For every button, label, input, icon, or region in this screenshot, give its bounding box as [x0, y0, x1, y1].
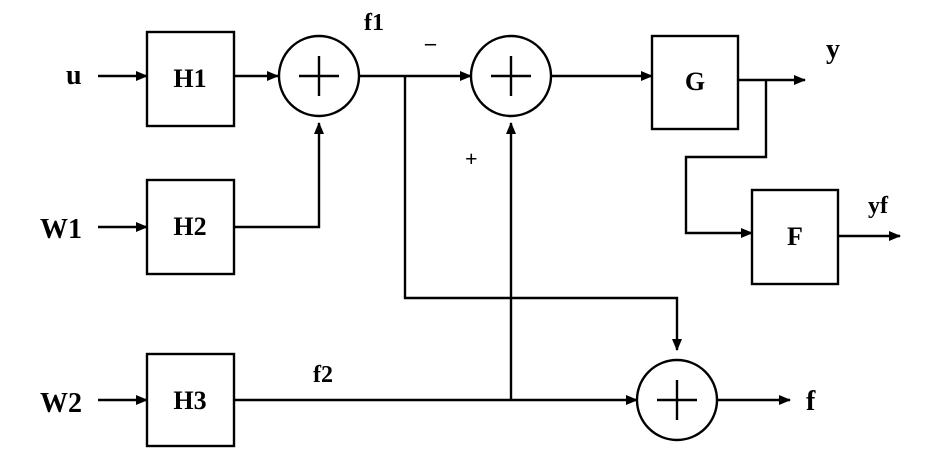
output-y-label: y [826, 34, 840, 65]
signal-f2-label: f2 [313, 362, 333, 388]
block-h2-label: H2 [173, 212, 206, 241]
wire-f1-branch-to-sum3 [403, 76, 682, 351]
input-w2-label: W2 [40, 388, 82, 419]
block-h2: H2 [145, 178, 236, 276]
input-w1-label: W1 [40, 214, 82, 245]
block-h3-label: H3 [173, 386, 206, 415]
summing-junction-1 [277, 34, 361, 118]
block-g: G [650, 34, 740, 131]
block-g-label: G [685, 67, 705, 96]
wire-y-branch-to-f [684, 80, 768, 238]
block-h1-label: H1 [173, 64, 206, 93]
summing-junction-3 [635, 358, 719, 442]
signal-f1-label: f1 [364, 10, 384, 36]
block-f: F [750, 188, 840, 286]
block-h1: H1 [145, 30, 236, 128]
output-yf-label: yf [868, 193, 889, 219]
block-f-label: F [787, 222, 803, 251]
minus-sign: – [424, 30, 437, 55]
wire-h2-to-sum1 [234, 122, 324, 229]
input-u-label: u [66, 60, 82, 91]
output-f-label: f [806, 386, 816, 417]
plus-sign: + [465, 146, 478, 171]
summing-junction-2 [469, 34, 553, 118]
block-h3: H3 [145, 352, 236, 448]
